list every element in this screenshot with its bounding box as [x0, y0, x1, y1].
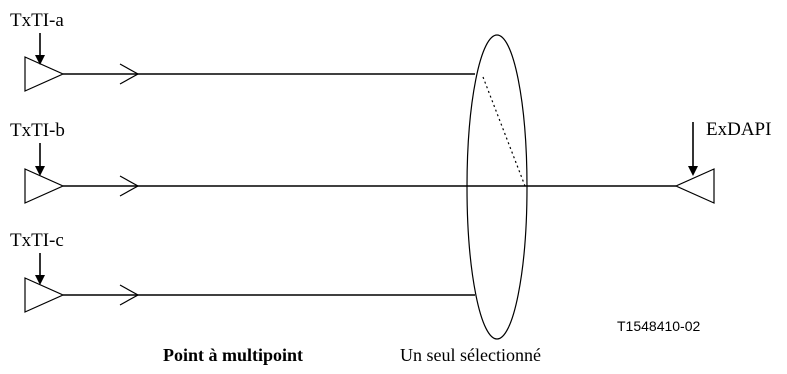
input-b-group: TxTI-b	[10, 120, 676, 204]
output-group: ExDAPI	[674, 119, 771, 204]
output-label: ExDAPI	[706, 119, 771, 140]
caption-single-selected: Un seul sélectionné	[400, 345, 541, 365]
input-c-label: TxTI-c	[10, 230, 64, 251]
input-a-direction-chevron	[119, 63, 140, 85]
input-b-label: TxTI-b	[10, 120, 65, 141]
figure-reference: T1548410-02	[617, 318, 701, 334]
input-a-group: TxTI-a	[10, 10, 475, 92]
caption-point-to-multipoint: Point à multipoint	[163, 345, 303, 365]
input-b-direction-chevron	[119, 175, 140, 197]
selection-dotted-link	[482, 76, 526, 187]
input-a-triangle-symbol	[24, 56, 65, 92]
input-c-triangle-symbol	[24, 277, 65, 313]
output-triangle-symbol	[674, 168, 715, 204]
input-c-direction-chevron	[119, 284, 140, 306]
input-b-triangle-symbol	[24, 168, 65, 204]
input-a-label: TxTI-a	[10, 10, 64, 31]
selector-ellipse	[466, 34, 528, 340]
input-c-group: TxTI-c	[10, 230, 475, 313]
